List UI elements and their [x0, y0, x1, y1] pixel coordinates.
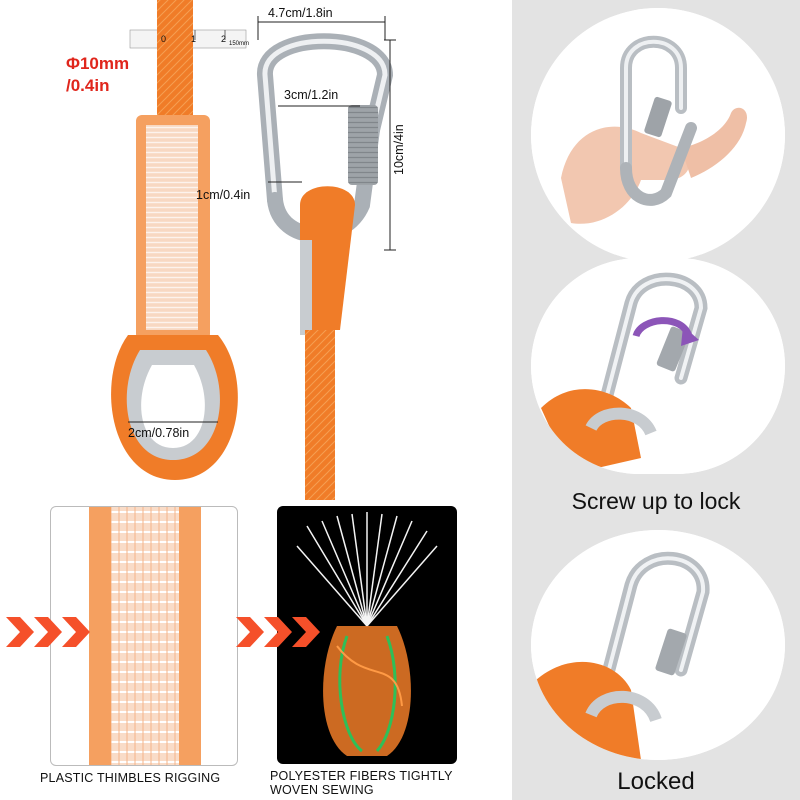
hook-width-label: 4.7cm/1.8in — [268, 6, 333, 20]
ruler-unit: 150mm — [229, 41, 250, 47]
diameter-in: /0.4in — [66, 76, 110, 95]
hook-wire-label: 1cm/0.4in — [196, 188, 251, 202]
fibers-caption-line1: POLYESTER FIBERS TIGHTLY — [270, 769, 453, 783]
fibers-caption-line2: WOVEN SEWING — [270, 783, 374, 797]
locked-carabiner-photo — [531, 530, 785, 760]
hook-height-label: 10cm/4in — [392, 124, 406, 175]
rotate-arrow-icon — [632, 317, 699, 346]
chevron-arrows-icon — [236, 617, 320, 647]
hand-carabiner-photo — [531, 8, 785, 262]
ruler-mark-2: 2 — [221, 34, 227, 44]
diameter-mm: Φ10mm — [66, 54, 130, 73]
screw-lock-caption: Screw up to lock — [571, 488, 741, 514]
screw-lock-photo — [531, 258, 785, 474]
rope-diagram — [111, 0, 396, 500]
locked-caption: Locked — [617, 768, 695, 795]
thimbles-caption: PLASTIC THIMBLES RIGGING — [40, 771, 221, 785]
chevron-arrows-icon — [6, 617, 90, 647]
ruler-mark-1: 1 — [191, 34, 197, 44]
ruler-mark-0: 0 — [161, 34, 167, 44]
thimble-label: 2cm/0.78in — [128, 426, 190, 440]
hook-inner-label: 3cm/1.2in — [284, 88, 339, 102]
fibers-closeup — [277, 506, 457, 764]
